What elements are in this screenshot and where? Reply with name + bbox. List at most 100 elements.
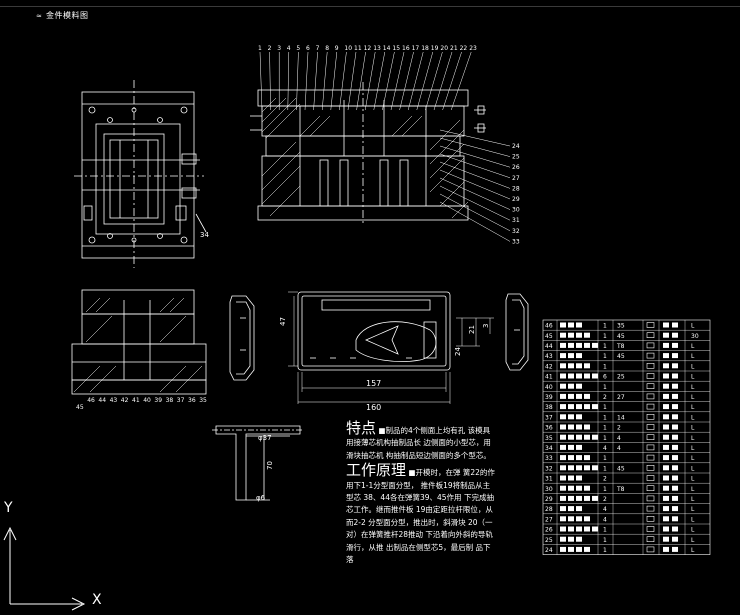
table-mat-glyph: [646, 342, 655, 349]
table-mat-glyph: [646, 332, 655, 339]
callout-top-3: 3: [277, 45, 281, 52]
table-mat-glyph: [646, 495, 655, 502]
leader-top-20: [425, 51, 443, 111]
table-name-glyph: [568, 485, 574, 491]
table-name-glyph: [560, 414, 566, 420]
table-note-glyph: [672, 414, 678, 420]
table-name-glyph: [560, 475, 566, 481]
table-cell-num: 36: [545, 425, 553, 432]
table-cell-qty: 1: [603, 547, 607, 554]
table-cell-qty: 2: [603, 476, 607, 483]
table-cell-num: 37: [545, 414, 553, 421]
table-name-glyph: [568, 526, 574, 532]
table-name-glyph: [584, 526, 590, 532]
table-name-glyph: [560, 455, 566, 461]
leader-top-5: [296, 51, 299, 111]
table-note-glyph: [663, 455, 669, 461]
table-note-glyph: [663, 475, 669, 481]
table-cell-note: L: [691, 516, 695, 523]
table-name-glyph: [568, 424, 574, 430]
table-name-glyph: [568, 373, 574, 379]
table-name-glyph: [560, 516, 566, 522]
table-cell-num: 31: [545, 476, 553, 483]
table-name-glyph: [584, 393, 590, 399]
table-mat-glyph: [646, 444, 655, 451]
table-mat-glyph: [646, 485, 655, 492]
table-name-glyph: [560, 495, 566, 501]
table-mat-glyph: [646, 322, 655, 328]
table-name-glyph: [568, 434, 574, 440]
callout-top-7: 7: [316, 45, 320, 52]
table-note-glyph: [672, 373, 678, 379]
table-name-glyph: [568, 414, 574, 420]
callout-bottom-38: 38: [166, 397, 174, 404]
table-cell-num: 39: [545, 394, 553, 401]
callout-right-30: 30: [512, 207, 520, 214]
table-name-glyph: [560, 383, 566, 389]
dim-24: 24: [454, 347, 462, 356]
callout-top-10: 10: [344, 45, 352, 52]
table-name-glyph: [560, 465, 566, 471]
callout-bottom-40: 40: [143, 397, 151, 404]
table-cell-qty: 1: [603, 333, 607, 340]
table-name-glyph: [560, 536, 566, 542]
callout-right-33: 33: [512, 238, 520, 245]
axis-label-y: Y: [4, 500, 13, 516]
leader-top-1: [259, 51, 263, 111]
table-cell-num: 24: [545, 547, 553, 554]
table-note-glyph: [663, 332, 669, 338]
leader-lines-top: [259, 51, 472, 111]
callout-right-28: 28: [512, 185, 520, 192]
table-cell-num: 27: [545, 516, 553, 523]
table-note-glyph: [672, 506, 678, 512]
table-note-glyph: [663, 444, 669, 450]
table-cell-note: L: [691, 323, 695, 330]
leader-top-8: [321, 51, 328, 111]
callout-top-4: 4: [287, 45, 291, 52]
dimension-lines: [288, 291, 494, 404]
layer-icon: ≈: [36, 12, 43, 20]
table-cell-num: 29: [545, 496, 553, 503]
table-name-glyph: [576, 404, 582, 410]
table-cell-note: L: [691, 496, 695, 503]
table-name-glyph: [560, 393, 566, 399]
leader-top-22: [442, 51, 462, 111]
table-cell-qty: 4: [603, 516, 607, 523]
table-name-glyph: [576, 383, 582, 389]
table-name-glyph: [560, 353, 566, 359]
table-name-glyph: [568, 342, 574, 348]
leader-top-15: [382, 51, 395, 111]
table-mat-glyph: [646, 464, 655, 471]
callout-bottom-39: 39: [154, 397, 162, 404]
table-note-glyph: [663, 495, 669, 501]
drawing-title: ≈金件模料图: [36, 10, 89, 21]
table-note-glyph: [672, 546, 678, 552]
table-name-glyph: [560, 444, 566, 450]
leader-top-16: [390, 51, 405, 111]
table-note-glyph: [672, 404, 678, 410]
table-name-glyph: [568, 516, 574, 522]
leader-top-2: [269, 51, 271, 111]
table-name-glyph: [560, 506, 566, 512]
table-cell-num: 44: [545, 343, 553, 350]
table-note-glyph: [672, 485, 678, 491]
table-name-glyph: [560, 424, 566, 430]
dim-157: 157: [366, 379, 381, 388]
table-cell-qty: 1: [603, 435, 607, 442]
notes-block: 特点 ■制品的4个侧面上均有孔 该模具用接薄芯机构抽制品长 边侧面的小型芯，用滑…: [346, 420, 496, 566]
table-cell-qty: 1: [603, 343, 607, 350]
table-cell-note: L: [691, 343, 695, 350]
callout-top-23: 23: [469, 45, 477, 52]
table-cell-note: L: [691, 537, 695, 544]
leader-right-25: [439, 137, 511, 157]
callout-top-1: 1: [258, 45, 262, 52]
bottom-section-view: [71, 289, 207, 395]
drawing-title-text: 金件模料图: [46, 11, 89, 20]
callout-top-17: 17: [412, 45, 420, 52]
callout-top-16: 16: [402, 45, 410, 52]
table-cell-note: L: [691, 404, 695, 411]
